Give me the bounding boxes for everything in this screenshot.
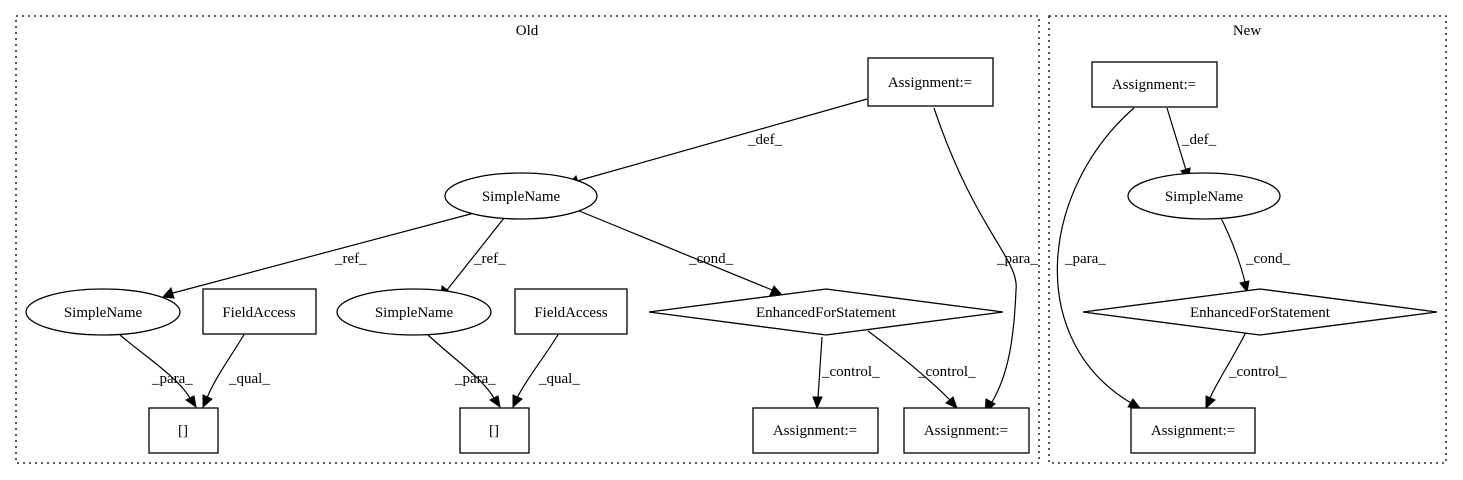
node-new-assignment-top: Assignment:= <box>1091 61 1218 108</box>
node-old-assignment-top: Assignment:= <box>867 57 994 107</box>
edge-old-qual-a: _qual_ <box>202 332 270 409</box>
edge-label: _para_ <box>1064 251 1106 267</box>
node-label: Assignment:= <box>773 423 857 439</box>
edge-label: _para_ <box>996 251 1038 267</box>
edge-old-def: _def_ <box>566 98 868 186</box>
node-label: EnhancedForStatement <box>756 305 897 321</box>
edge-old-control-2: _control_ <box>867 330 976 409</box>
cluster-old-label: Old <box>516 23 539 39</box>
node-label: SimpleName <box>64 305 143 321</box>
edge-new-def: _def_ <box>1166 107 1217 182</box>
edge-label: _def_ <box>747 132 783 148</box>
edge-label: _ref_ <box>334 251 367 267</box>
edge-old-control-1: _control_ <box>812 336 880 410</box>
edge-old-para-top: _para_ <box>933 107 1038 414</box>
edge-label: _para_ <box>151 371 193 387</box>
edge-old-ref-b: _ref_ <box>440 212 509 299</box>
node-label: [] <box>489 423 499 439</box>
edge-label: _control_ <box>1228 364 1287 380</box>
node-label: FieldAccess <box>222 305 295 321</box>
node-old-simplename-a: SimpleName <box>25 288 181 336</box>
cluster-new-label: New <box>1233 23 1261 39</box>
node-old-simplename-b: SimpleName <box>336 288 492 336</box>
node-old-enhancedforstatement: EnhancedForStatement <box>648 288 1004 336</box>
edge-old-para-b: _para_ <box>427 334 501 409</box>
node-old-assignment-control1: Assignment:= <box>752 407 879 454</box>
node-new-simplename: SimpleName <box>1127 172 1281 220</box>
node-old-index-a: [] <box>148 407 219 454</box>
node-label: EnhancedForStatement <box>1190 305 1331 321</box>
edge-label: _qual_ <box>538 371 580 387</box>
edge-label: _qual_ <box>228 371 270 387</box>
edge-label: _para_ <box>454 371 496 387</box>
node-label: Assignment:= <box>888 75 972 91</box>
edge-new-para: _para_ <box>1056 107 1142 409</box>
node-label: Assignment:= <box>1112 77 1196 93</box>
edge-label: _cond_ <box>688 251 734 267</box>
node-label: SimpleName <box>375 305 454 321</box>
node-label: SimpleName <box>482 189 561 205</box>
node-old-assignment-control2: Assignment:= <box>903 407 1030 454</box>
cluster-new: New <box>1048 15 1447 464</box>
edge-label: _ref_ <box>473 251 506 267</box>
edge-label: _control_ <box>917 364 976 380</box>
edge-old-para-a: _para_ <box>119 334 197 409</box>
node-label: Assignment:= <box>1151 423 1235 439</box>
edge-old-ref-a: _ref_ <box>161 211 479 299</box>
node-label: [] <box>178 423 188 439</box>
edge-old-qual-b: _qual_ <box>512 332 580 409</box>
node-new-assignment-bottom: Assignment:= <box>1130 407 1256 454</box>
node-new-enhancedforstatement: EnhancedForStatement <box>1082 288 1438 336</box>
node-label: SimpleName <box>1165 189 1244 205</box>
node-old-index-b: [] <box>459 407 530 454</box>
cluster-old: Old <box>15 15 1040 464</box>
edge-old-cond: _cond_ <box>571 207 784 296</box>
edge-new-cond: _cond_ <box>1219 215 1291 294</box>
edge-new-control: _control_ <box>1205 331 1287 410</box>
edge-label: _control_ <box>821 364 880 380</box>
edge-label: _def_ <box>1181 132 1217 148</box>
node-label: FieldAccess <box>534 305 607 321</box>
node-old-simplename-root: SimpleName <box>444 172 598 220</box>
node-label: Assignment:= <box>924 423 1008 439</box>
edge-label: _cond_ <box>1245 251 1291 267</box>
node-old-fieldaccess-b: FieldAccess <box>514 288 628 335</box>
node-old-fieldaccess-a: FieldAccess <box>202 288 317 335</box>
